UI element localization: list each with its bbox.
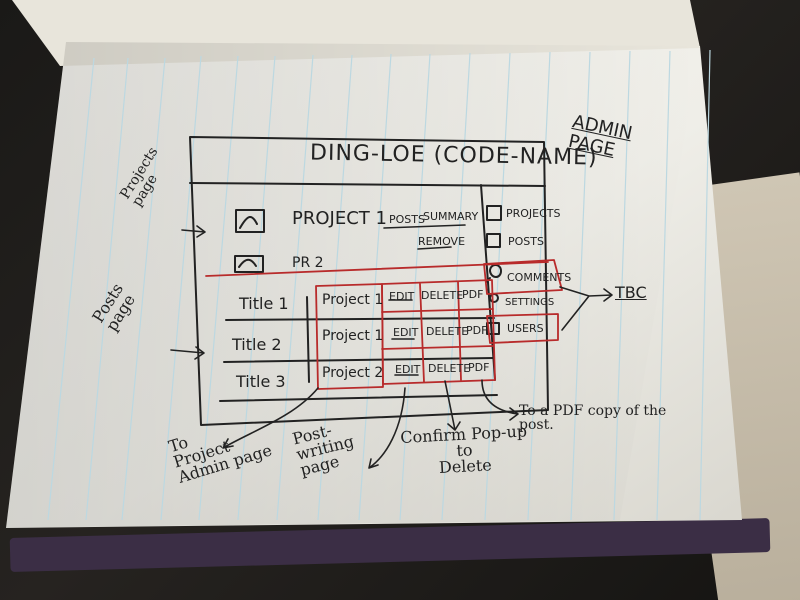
post-title-2: Title 2 (232, 335, 282, 354)
header-divider (189, 182, 546, 187)
project-action-summary: SUMMARY (423, 210, 479, 223)
post-edit-3: EDIT (395, 363, 421, 376)
projects-page-label: Projects page (117, 144, 172, 209)
posts-table-bottom (219, 394, 498, 402)
tbc-box-top (483, 259, 563, 295)
red-ink-marks (205, 259, 563, 390)
project-action-posts: POSTS (389, 213, 425, 226)
sidebar-item-users: USERS (507, 322, 544, 335)
sidebar-item-settings: SETTINGS (505, 297, 555, 308)
project-action-remove: REMOVE (418, 235, 466, 248)
pdf-copy-line-2: post. (519, 417, 554, 433)
annotation-arrows (170, 224, 613, 469)
project-item-1: PROJECT 1 (292, 208, 387, 229)
pdf-arrow (481, 379, 519, 421)
project-column-box (315, 283, 384, 390)
post-edit-1: EDIT (389, 290, 415, 303)
sketch-title: DING-LOE (CODE-NAME) (309, 140, 598, 171)
post-delete-1: DELETE (421, 289, 464, 302)
posts-summary-underline (383, 224, 466, 229)
edit-delete-divider (419, 283, 425, 383)
post-pdf-2: PDF (466, 324, 488, 337)
pdf-copy-line-1: To a PDF copy of the (519, 403, 667, 419)
delete-pdf-divider (457, 281, 462, 381)
project1-icon (235, 209, 265, 233)
post-delete-3: DELETE (428, 362, 471, 375)
posts-row-divider-1 (225, 317, 495, 321)
confirm-delete-arrow (444, 380, 461, 431)
post-pdf-1: PDF (462, 288, 484, 301)
projects-icon (486, 205, 502, 221)
post-pdf-3: PDF (468, 361, 490, 374)
project-admin-annotation: To Project Admin page (166, 412, 274, 487)
projects-page-arrow (181, 225, 206, 238)
row-highlight-1 (381, 308, 494, 313)
sidebar-item-posts: POSTS (508, 235, 544, 248)
project-admin-arrow (222, 387, 319, 449)
posts-icon (486, 233, 501, 248)
posts-row-divider-2 (223, 357, 495, 363)
sidebar-item-comments: COMMENTS (507, 271, 572, 284)
confirm-delete-annotation: Confirm Pop-up to Delete (400, 421, 529, 478)
post-writing-annotation: Post- writing page (291, 418, 359, 479)
pdf-copy-annotation: To a PDF copy of the post. (519, 404, 666, 432)
posts-column-divider (306, 296, 310, 383)
project-item-2: PR 2 (292, 255, 324, 271)
users-icon (486, 322, 500, 335)
outer-frame (189, 136, 549, 426)
actions-box (381, 279, 496, 385)
post-delete-2: DELETE (426, 325, 469, 338)
tbc-annotation: TBC (615, 283, 647, 302)
post-project-3: Project 2 (322, 365, 384, 381)
post-writing-arrow (368, 387, 406, 469)
post-edit-2: EDIT (393, 326, 419, 339)
row-highlight-2 (381, 345, 494, 350)
tbc-arrow (559, 286, 613, 331)
post-title-1: Title 1 (239, 294, 289, 313)
project2-icon (234, 255, 264, 273)
post-project-2: Project 1 (322, 328, 384, 344)
sidebar-item-projects: PROJECTS (506, 207, 561, 220)
posts-page-arrow (170, 346, 205, 360)
remove-underline (417, 246, 452, 250)
post-title-3: Title 3 (236, 372, 286, 391)
sidebar-divider (480, 184, 496, 381)
post-project-1: Project 1 (322, 292, 384, 308)
posts-page-label: Posts page (88, 280, 140, 335)
tbc-box-bottom (486, 313, 559, 344)
ruled-lines (47, 49, 711, 521)
